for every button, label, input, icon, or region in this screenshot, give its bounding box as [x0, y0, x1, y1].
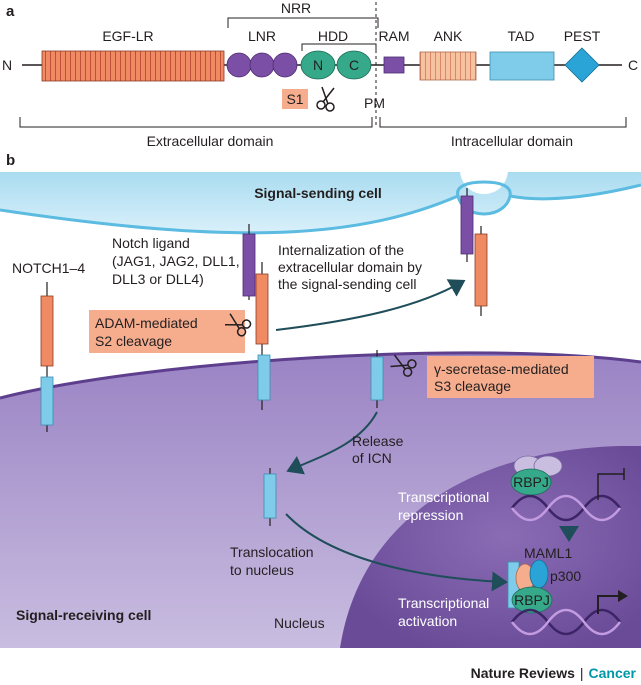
egf-lr-label: EGF-LR [102, 28, 153, 44]
panel-b-label: b [6, 152, 15, 169]
adam-line-2: S2 cleavage [95, 333, 172, 349]
intracellular-label: Intracellular domain [451, 133, 573, 149]
dna-helix-repression [511, 494, 621, 522]
dna-helix-activation [511, 608, 621, 636]
nrr-label: NRR [281, 0, 311, 16]
receiving-cell-label: Signal-receiving cell [16, 607, 151, 623]
gamma-line-2: S3 cleavage [434, 378, 511, 394]
activation-line-1: Transcriptional [398, 595, 489, 611]
repression-line-1: Transcriptional [398, 489, 489, 505]
s1-label: S1 [286, 91, 303, 107]
gamma-secretase-callout [427, 356, 594, 398]
gamma-line-1: γ-secretase-mediated [434, 361, 569, 377]
internalization-line-2: extracellular domain by [278, 259, 422, 275]
tad-label: TAD [508, 28, 535, 44]
ank-domain [419, 51, 477, 81]
pm-label: PM [364, 95, 385, 111]
tad-domain [489, 51, 555, 81]
hdd-bracket [301, 43, 377, 51]
c-terminus-label: C [628, 57, 638, 73]
s1-callout [282, 89, 308, 109]
scissors-icon [390, 354, 417, 377]
lnr-repeat-2 [249, 52, 275, 78]
endocytic-vesicle-membrane [456, 180, 512, 197]
egf-lr-domain [41, 50, 225, 82]
nrr-bracket [227, 17, 379, 28]
lnr-label: LNR [248, 28, 276, 44]
s3-substrate [370, 350, 384, 408]
release-arrow [286, 411, 378, 475]
translocation-arrow [285, 513, 508, 592]
icn-fragment [263, 468, 277, 526]
translocation-line-1: Translocation [230, 544, 314, 560]
release-line-2: of ICN [352, 450, 392, 466]
nucleus-label: Nucleus [274, 615, 325, 631]
repressed-promoter-icon [597, 473, 624, 500]
lnr-repeat-3 [272, 52, 298, 78]
scissors-icon [224, 313, 252, 337]
ank-label: ANK [434, 28, 463, 44]
footer-section: Cancer [589, 665, 637, 681]
ram-domain [383, 56, 405, 74]
adam-line-1: ADAM-mediated [95, 315, 198, 331]
receiving-cell-membrane [0, 351, 641, 400]
internalized-complex [460, 188, 488, 316]
release-line-1: Release [352, 433, 404, 449]
active-promoter-icon [597, 595, 620, 614]
maml1-label: MAML1 [524, 545, 572, 561]
internalization-arrow [275, 279, 466, 331]
scissors-icon [316, 86, 335, 112]
footer-credit: Nature Reviews | Cancer [471, 665, 637, 681]
translocation-line-2: to nucleus [230, 562, 294, 578]
intracellular-bracket [379, 117, 627, 128]
hdd-c-label: C [349, 57, 359, 73]
hdd-n-domain [300, 50, 336, 80]
p300-label: p300 [550, 568, 581, 584]
footer-separator: | [580, 665, 584, 681]
repression-line-2: repression [398, 507, 463, 523]
ligand-line-2: (JAG1, JAG2, DLL1, [112, 253, 240, 269]
internalization-line-3: the signal-sending cell [278, 276, 417, 292]
panel-a-label: a [6, 3, 15, 20]
sending-cell-label: Signal-sending cell [254, 185, 382, 201]
hdd-c-domain [336, 50, 372, 80]
activator-complex [507, 559, 553, 614]
internalization-line-1: Internalization of the [278, 242, 404, 258]
rbpj-repression-label: RBPJ [513, 474, 549, 490]
n-terminus-label: N [2, 57, 12, 73]
ram-label: RAM [378, 28, 409, 44]
hdd-label: HDD [318, 28, 348, 44]
hdd-n-label: N [313, 57, 323, 73]
signal-sending-cell [0, 172, 641, 233]
transcription-arrow-icon [618, 590, 628, 602]
pest-domain [564, 47, 600, 83]
extracellular-label: Extracellular domain [147, 133, 274, 149]
extracellular-bracket [19, 117, 373, 128]
footer-journal: Nature Reviews [471, 665, 575, 681]
adam-callout [89, 310, 245, 353]
activation-line-2: activation [398, 613, 457, 629]
ligand-line-1: Notch ligand [112, 235, 190, 251]
repressor-complex [510, 455, 563, 496]
notch-receptor [40, 282, 54, 432]
notch-label: NOTCH1–4 [12, 260, 85, 276]
pest-label: PEST [564, 28, 601, 44]
rbpj-activation-label: RBPJ [514, 592, 550, 608]
ligand-line-3: DLL3 or DLL4) [112, 271, 204, 287]
ligand-receptor-complex [242, 224, 271, 410]
lnr-repeat-1 [226, 52, 252, 78]
